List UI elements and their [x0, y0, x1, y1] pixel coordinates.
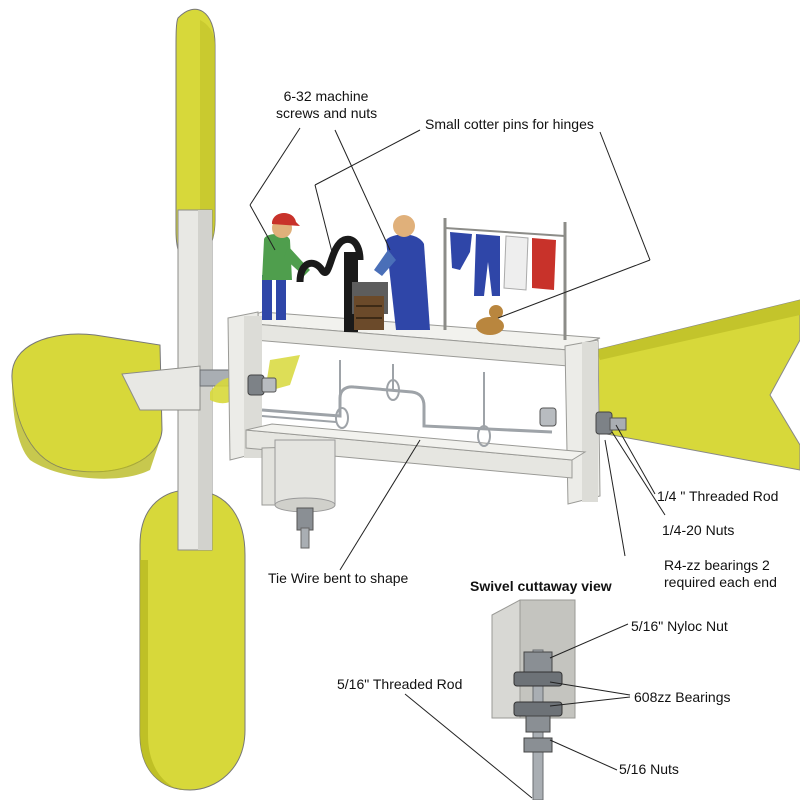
- label-machine-screws-line1: 6-32 machine: [283, 88, 369, 104]
- leader-lines: [249, 127, 666, 799]
- dog: [476, 305, 504, 335]
- label-threaded-rod-516: 5/16" Threaded Rod: [337, 676, 463, 692]
- label-tie-wire: Tie Wire bent to shape: [268, 570, 409, 586]
- tail-vane: [595, 299, 800, 471]
- label-bearings-r4: R4-zz bearings 2 required each end: [664, 557, 777, 591]
- label-machine-screws: 6-32 machine screws and nuts: [276, 88, 378, 122]
- blade-top: [175, 8, 216, 263]
- crankshaft-wire: [261, 360, 553, 447]
- label-bearings-r4-line1: R4-zz bearings 2: [664, 557, 770, 573]
- blade-left: [11, 333, 163, 479]
- bearing-right: [539, 407, 627, 435]
- blade-bottom: [139, 489, 246, 791]
- label-bearings-r4-line2: required each end: [664, 574, 777, 590]
- water-pump: [296, 235, 388, 332]
- swivel-housing: [274, 439, 336, 549]
- bearing-left: [247, 374, 277, 396]
- label-608zz-bearings: 608zz Bearings: [634, 689, 731, 705]
- label-swivel-title: Swivel cuttaway view: [470, 578, 612, 594]
- figure-woman: [374, 215, 430, 330]
- clothesline: [443, 218, 567, 340]
- label-machine-screws-line2: screws and nuts: [276, 105, 378, 121]
- label-nyloc-nut: 5/16" Nyloc Nut: [631, 618, 728, 634]
- hub-horizontal-bar: [121, 365, 201, 411]
- label-cotter-pins: Small cotter pins for hinges: [425, 116, 594, 132]
- label-threaded-rod-quarter: 1/4 " Threaded Rod: [657, 488, 779, 504]
- swivel-cutaway: [491, 599, 576, 800]
- label-nuts-516: 5/16 Nuts: [619, 761, 679, 777]
- label-nuts-quarter: 1/4-20 Nuts: [662, 522, 735, 538]
